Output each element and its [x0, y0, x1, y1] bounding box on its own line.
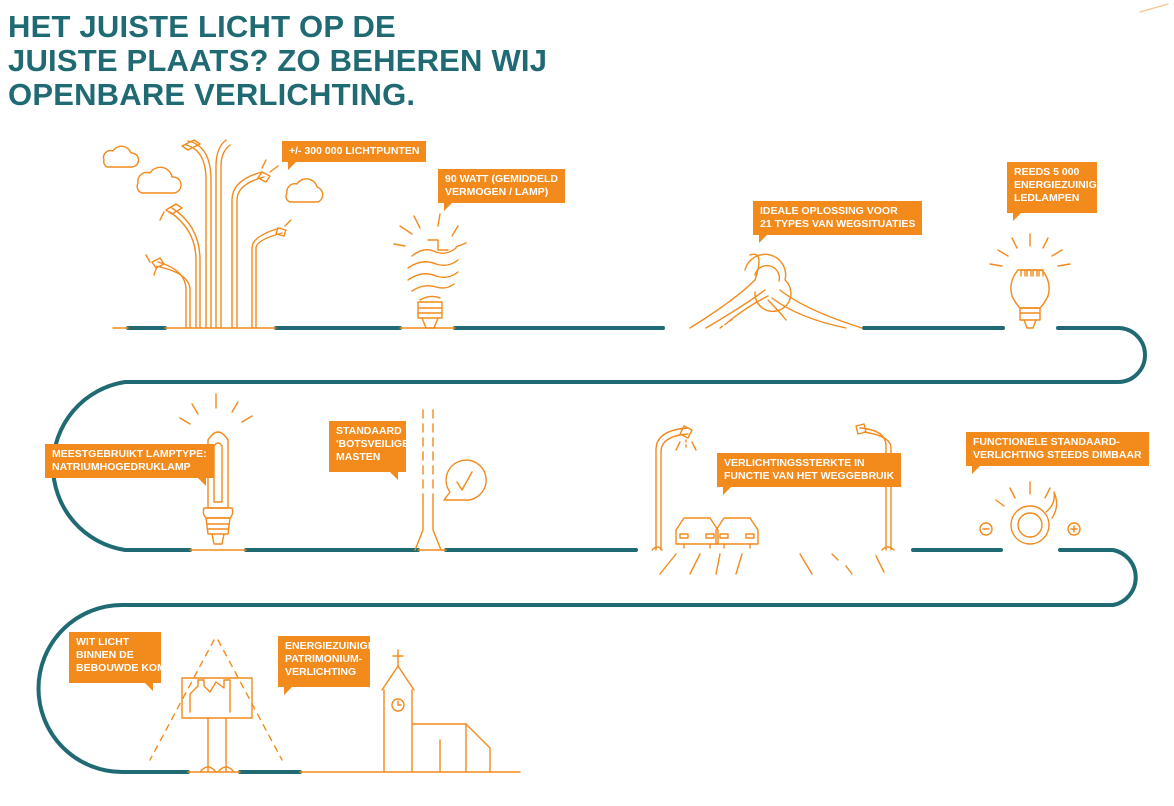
cloud-icon: [136, 166, 182, 194]
cloud-icon: [102, 145, 140, 168]
road-knot-icon: [689, 253, 863, 329]
title-line-2: JUISTE PLAATS? ZO BEHEREN WIJ: [8, 43, 548, 78]
line-art: [102, 3, 1169, 773]
callout-watt: 90 WATT (GEMIDDELD VERMOGEN / LAMP): [438, 169, 565, 211]
sodium-lamp-icon: [179, 393, 253, 545]
callout-masten: STANDAARD 'BOTSVEILIGE' MASTEN: [329, 421, 412, 480]
cfl-bulb-icon: [393, 213, 467, 329]
road-cars-icon: [651, 423, 895, 575]
callout-dimbaar: FUNCTIONELE STANDAARD- VERLICHTING STEED…: [966, 432, 1149, 474]
callout-patrimonium: ENERGIEZUINIGE PATRIMONIUM- VERLICHTING: [278, 636, 375, 695]
pole-icon: [414, 409, 442, 551]
winding-road: [36, 326, 1147, 774]
page-title: HET JUISTE LICHT OP DE JUISTE PLAATS? ZO…: [8, 10, 547, 112]
callout-witlicht: WIT LICHT BINNEN DE BEBOUWDE KOM: [69, 632, 166, 691]
callout-ledlampen: REEDS 5 000 ENERGIEZUINIGE LEDLAMPEN: [1007, 162, 1104, 221]
callout-oplossing: IDEALE OPLOSSING VOOR 21 TYPES VAN WEGSI…: [753, 201, 923, 243]
title-line-1: HET JUISTE LICHT OP DE: [8, 9, 396, 44]
sign-icon: [149, 639, 283, 773]
check-bubble-icon: [443, 459, 487, 501]
callout-lichtpunten: +/- 300 000 LICHTPUNTEN: [282, 141, 427, 170]
callout-sterkte: VERLICHTINGSSTERKTE IN FUNCTIE VAN HET W…: [717, 453, 902, 495]
dimmer-icon: [979, 481, 1081, 545]
church-icon: [381, 649, 491, 773]
cloud-icon: [285, 178, 324, 203]
title-line-3: OPENBARE VERLICHTING.: [8, 77, 416, 112]
callout-lamptype: MEESTGEBRUIKT LAMPTYPE: NATRIUMHOGEDRUKL…: [45, 444, 214, 486]
street-lamps-icon: [145, 139, 292, 329]
led-bulb-icon: [989, 233, 1071, 329]
